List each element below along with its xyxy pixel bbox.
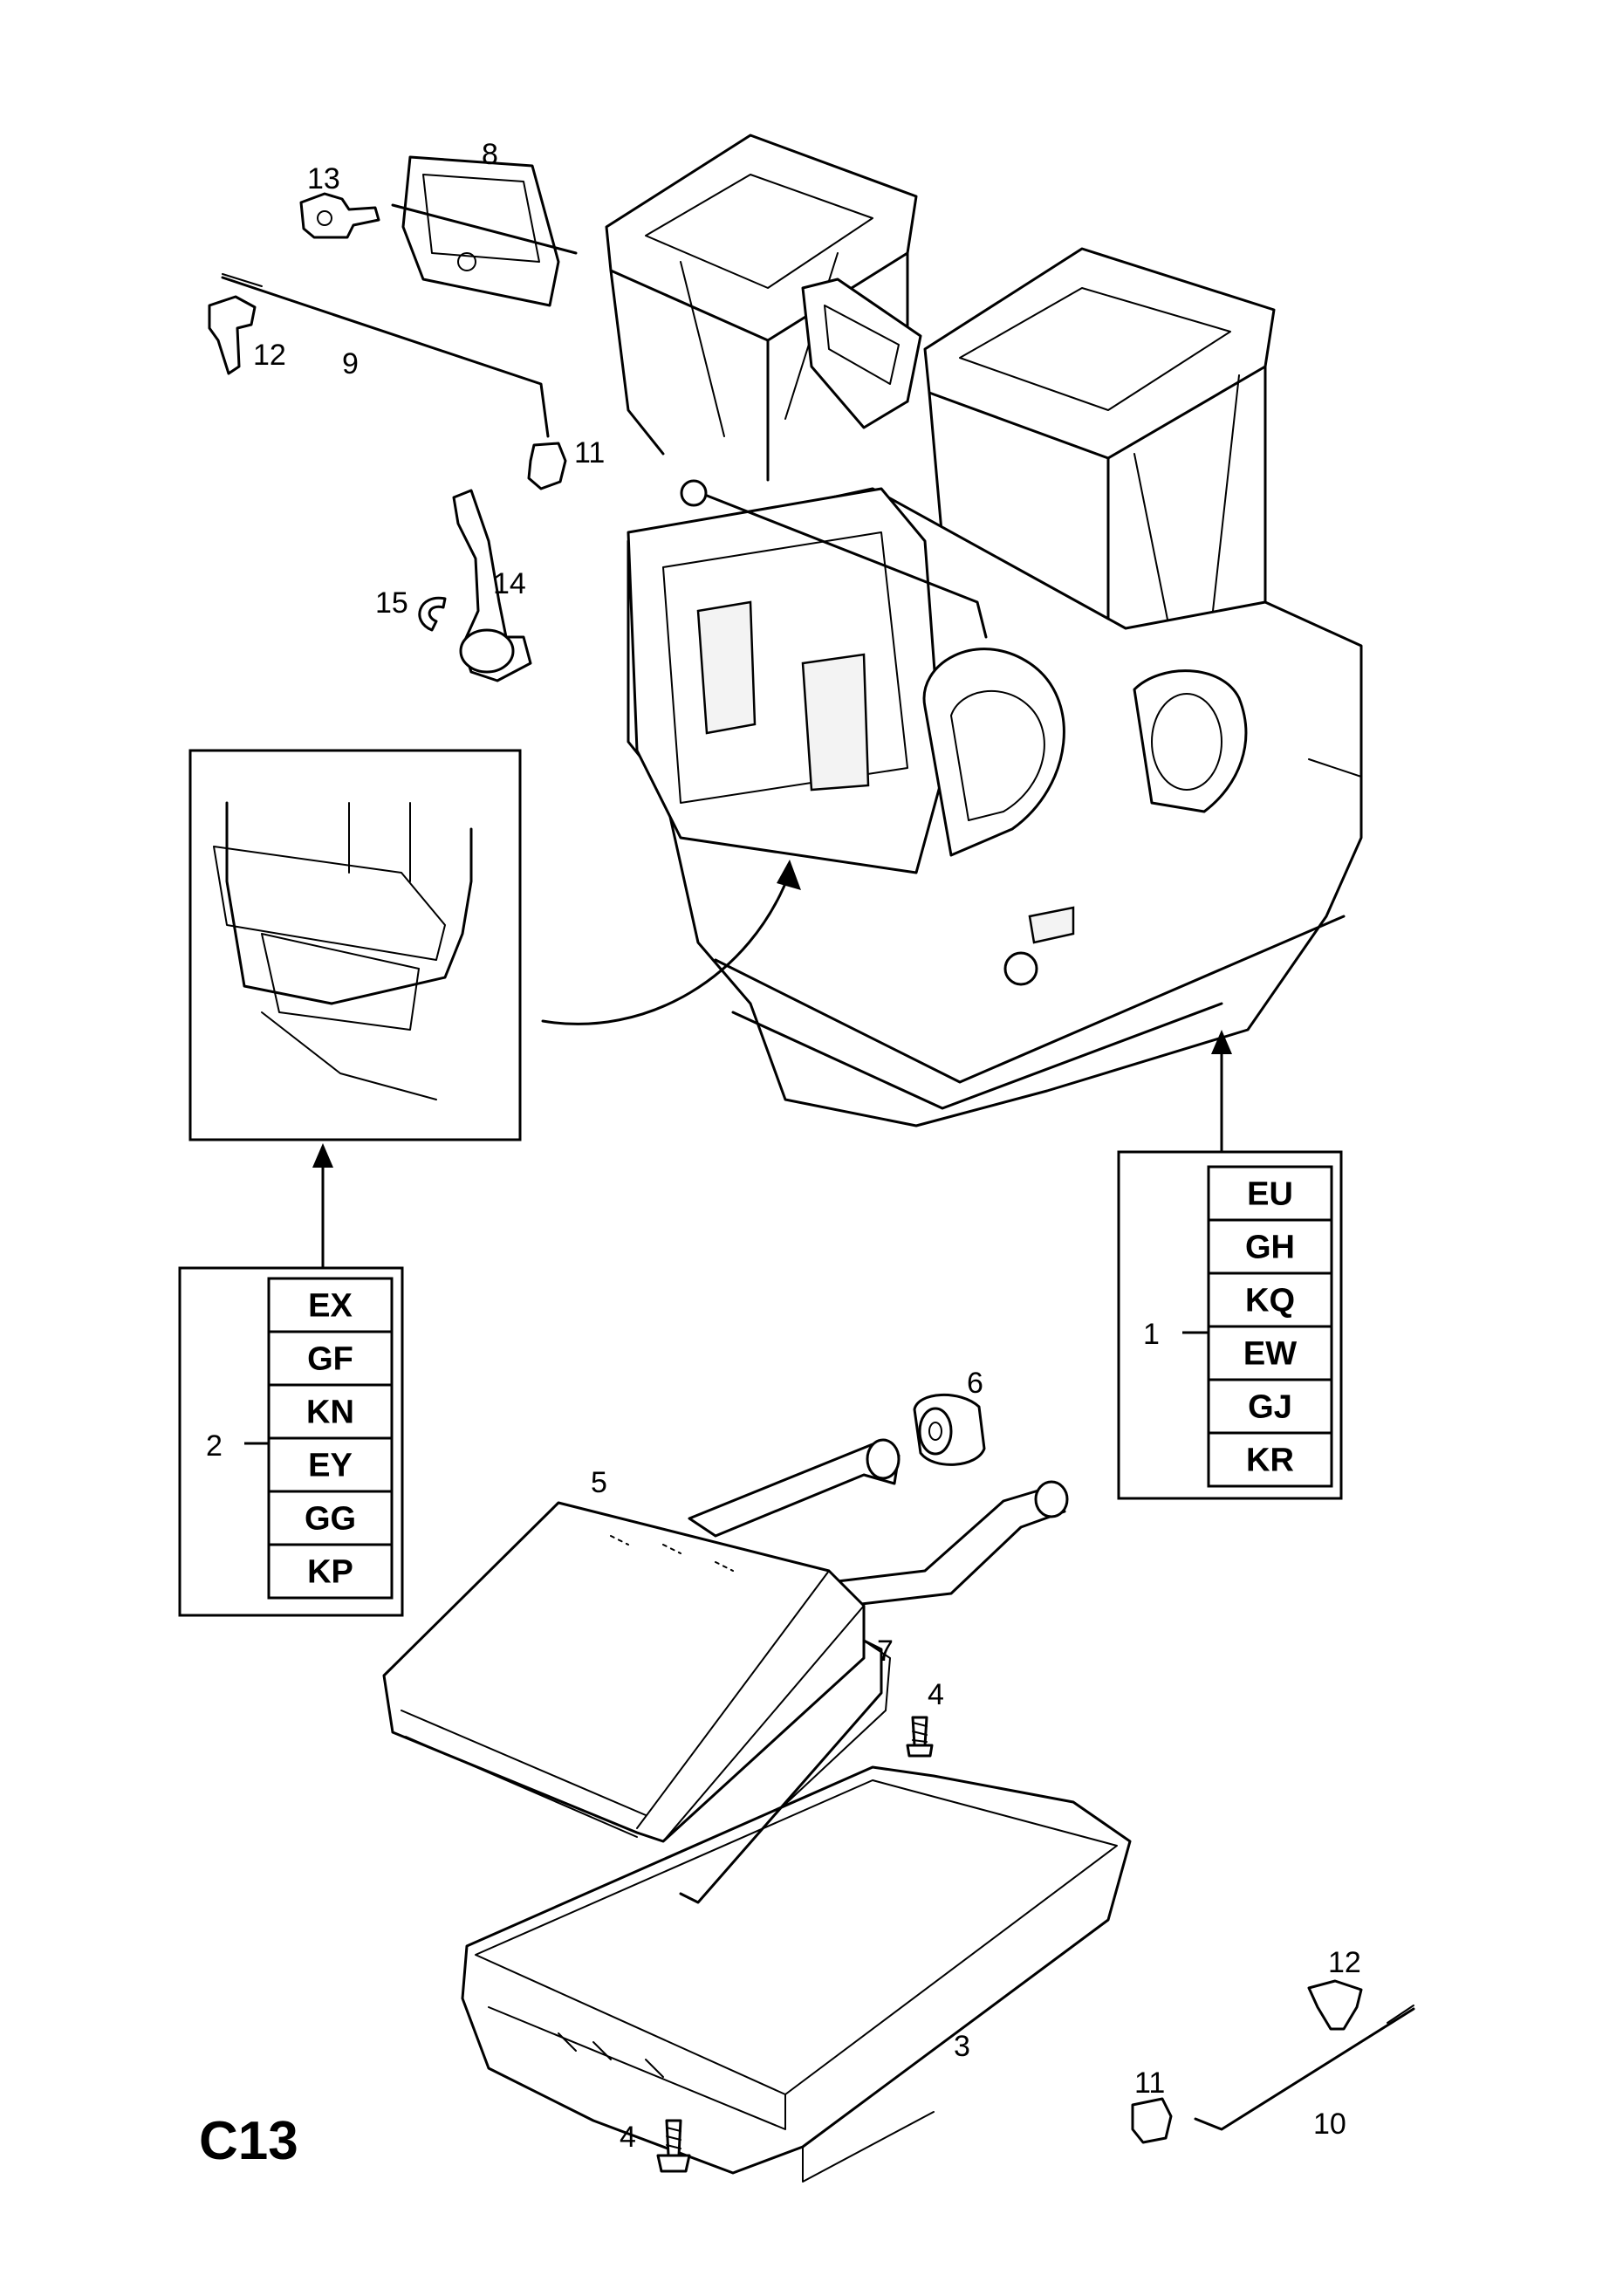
callout-12-bottom: 12: [1328, 1946, 1361, 1979]
callout-10: 10: [1313, 2108, 1346, 2141]
callout-4-lower: 4: [620, 2121, 636, 2154]
code-cell: [267, 1436, 394, 1493]
code-label: EW: [1243, 1336, 1297, 1373]
code-table-1: EU GH KQ EW GJ KR: [1207, 1165, 1333, 1488]
code-table-2: EX GF KN EY GG KP: [267, 1277, 394, 1600]
callout-7: 7: [877, 1635, 894, 1668]
part-4-screw-upper: [906, 1716, 934, 1758]
code-label: EY: [308, 1448, 353, 1484]
part-9-rod: [221, 273, 550, 438]
code-cell: [1207, 1165, 1333, 1222]
page-id: C13: [199, 2111, 298, 2171]
callout-14: 14: [493, 567, 526, 600]
part-7-bracket: [679, 1639, 883, 1904]
part-11-clip-top: [527, 442, 567, 490]
code-label: GH: [1245, 1230, 1295, 1266]
callout-9: 9: [342, 347, 359, 380]
callout-8: 8: [482, 138, 498, 171]
part-6-grommet: [913, 1394, 986, 1466]
inset-detail-box: [188, 749, 522, 1141]
code-cell: [267, 1543, 394, 1600]
code-cell: [1207, 1431, 1333, 1488]
code-label: GF: [307, 1341, 353, 1378]
code-cell: [1207, 1325, 1333, 1381]
code-label: KN: [306, 1395, 354, 1431]
part-4-screw-lower: [656, 2119, 691, 2173]
code-cell: [1207, 1218, 1333, 1275]
callout-3: 3: [954, 2030, 970, 2063]
callout-11-top: 11: [574, 436, 605, 469]
inset-leader-arrowhead: [777, 860, 801, 890]
callout-15: 15: [375, 586, 408, 620]
code-label: KQ: [1245, 1283, 1295, 1319]
code-cell: [1207, 1378, 1333, 1435]
callout-13: 13: [307, 162, 340, 195]
part-13-clip: [299, 192, 380, 239]
part-12-clip-top: [208, 295, 257, 375]
callout-12-top: 12: [253, 339, 286, 372]
heater-housing-assembly: [605, 134, 1363, 1127]
code-label: GG: [305, 1501, 356, 1538]
code-label: KP: [307, 1554, 353, 1591]
part-8-flap: [391, 155, 578, 307]
part-15-ring: [418, 596, 447, 632]
arrowhead-1: [1211, 1030, 1232, 1054]
code-label: KR: [1246, 1443, 1294, 1479]
part-12-clip-bottom: [1307, 1979, 1363, 2031]
callout-1: 1: [1143, 1318, 1160, 1351]
code-cell: [267, 1330, 394, 1387]
part-3-tray: [461, 1765, 1132, 2183]
part-5-heater-core: [382, 1438, 1069, 1895]
callout-4-upper: 4: [928, 1678, 944, 1711]
part-11-clip-bottom: [1131, 2097, 1173, 2144]
arrowhead-2: [312, 1143, 333, 1168]
code-cell: [267, 1490, 394, 1546]
callout-5: 5: [591, 1466, 607, 1499]
inset-leader-curve: [541, 871, 791, 1025]
part-14-lever: [452, 489, 532, 682]
code-label: EX: [308, 1288, 353, 1325]
code-label: EU: [1247, 1176, 1293, 1213]
code-cell: [1207, 1271, 1333, 1328]
code-cell: [267, 1277, 394, 1333]
callout-11-bottom: 11: [1134, 2066, 1165, 2100]
callout-6: 6: [967, 1367, 983, 1400]
code-cell: [267, 1383, 394, 1440]
callout-2: 2: [206, 1429, 223, 1463]
part-10-rod: [1194, 2005, 1415, 2131]
code-label: GJ: [1248, 1389, 1292, 1426]
